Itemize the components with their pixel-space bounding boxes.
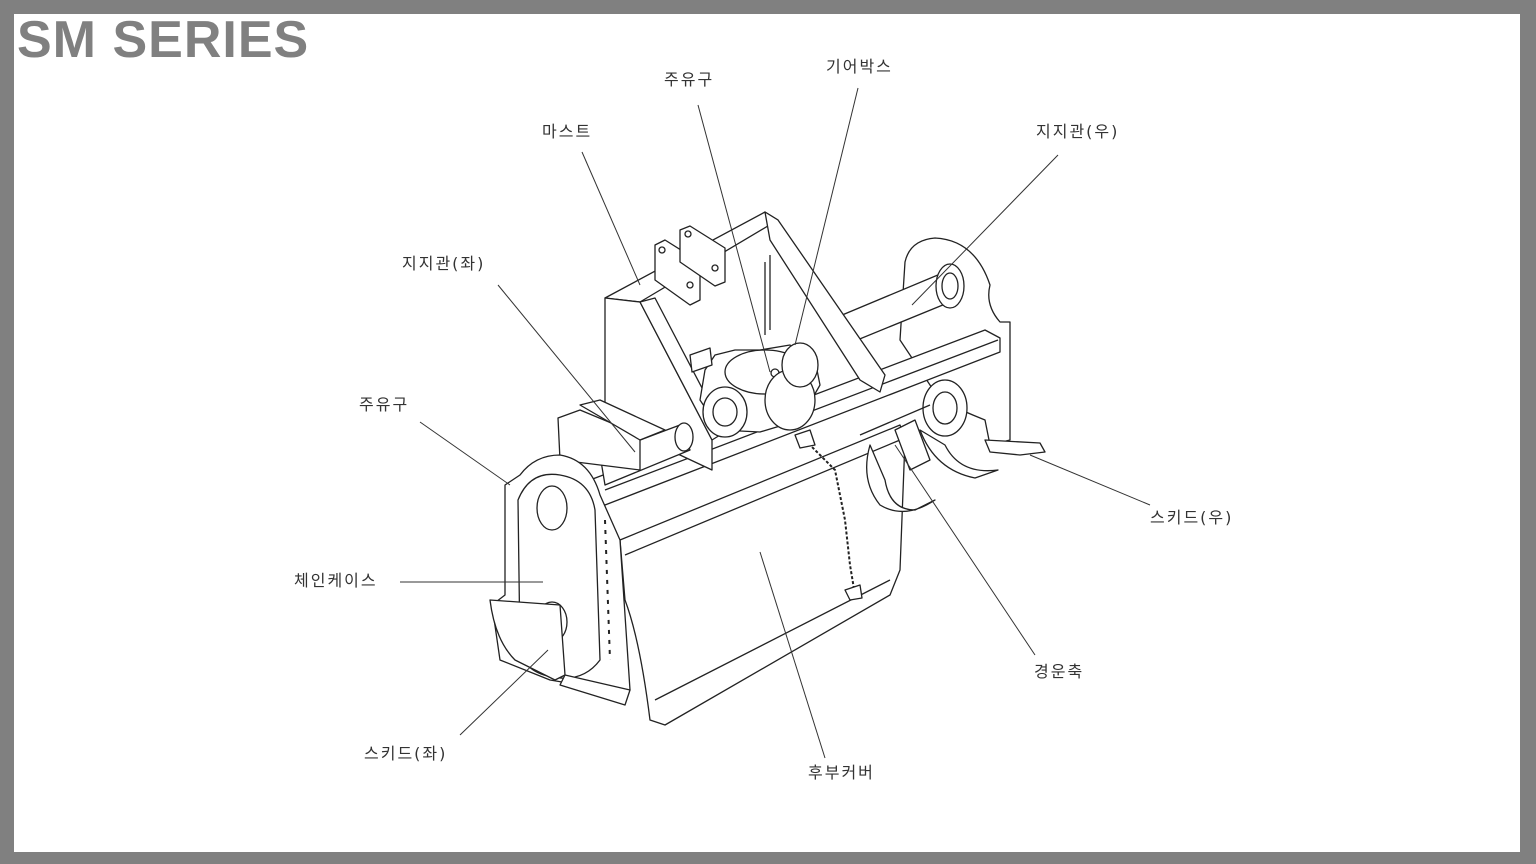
label-gearbox: 기어박스 — [826, 57, 893, 76]
label-skid-left: 스키드(좌) — [364, 744, 448, 763]
label-support-tube-left: 지지관(좌) — [402, 254, 486, 273]
label-tilling-shaft: 경운축 — [1034, 662, 1085, 681]
label-mast: 마스트 — [542, 122, 593, 141]
label-rear-cover: 후부커버 — [808, 763, 875, 782]
leader-lines — [400, 87, 1151, 759]
tine — [866, 444, 936, 512]
skid-right — [984, 439, 1046, 456]
label-skid-right: 스키드(우) — [1150, 508, 1234, 527]
tine — [919, 429, 999, 479]
page-title: SM SERIES — [17, 11, 310, 69]
label-oil-inlet-top: 주유구 — [664, 70, 715, 89]
label-oil-inlet-left: 주유구 — [359, 395, 410, 414]
skid-left — [489, 599, 566, 681]
label-chain-case: 체인케이스 — [294, 571, 378, 590]
gearbox — [689, 342, 821, 438]
rear-cover — [619, 424, 906, 726]
mast-brace-right — [764, 211, 886, 393]
label-support-tube-right: 지지관(우) — [1036, 122, 1120, 141]
